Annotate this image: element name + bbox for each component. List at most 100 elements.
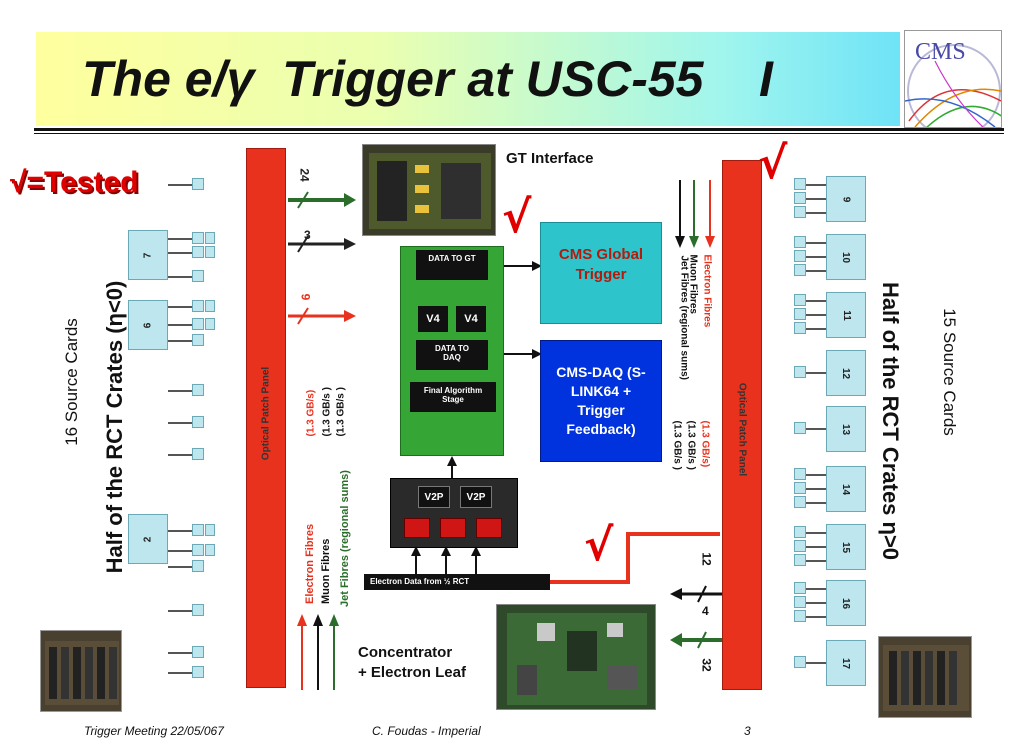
source-card — [794, 526, 806, 538]
source-card-lead — [168, 550, 192, 552]
left-rate-jet: (1.3 GB/s ) — [335, 387, 347, 437]
gt-interface-photo — [362, 144, 496, 236]
source-card-lead — [806, 602, 826, 604]
final-algorithm-stage-box: Final Algorithm Stage — [410, 382, 496, 412]
source-card-lead — [168, 252, 192, 254]
source-card — [192, 560, 204, 572]
source-card — [192, 232, 204, 244]
cms-logo-text: CMS — [915, 39, 966, 65]
source-card-lead — [806, 314, 826, 316]
source-card — [794, 496, 806, 508]
source-card — [192, 178, 204, 190]
source-card-lead — [806, 428, 826, 430]
concentrator-label-line1: Concentrator — [358, 644, 453, 661]
v2p-red-block-2 — [440, 518, 466, 538]
right-rate-jet: (1.3 GB/s ) — [671, 420, 683, 470]
concentrator-board-graphic — [507, 613, 647, 705]
source-card — [794, 656, 806, 668]
source-card-lead — [806, 474, 826, 476]
v4-box-right: V4 — [456, 306, 486, 332]
source-card — [794, 596, 806, 608]
right-rate-electron: (1.3 GB/s) — [699, 420, 711, 468]
source-card-lead — [806, 212, 826, 214]
right-source-cards-label: 15 Source Cards — [940, 308, 959, 436]
source-card — [192, 646, 204, 658]
v2p-up-arrow — [447, 456, 457, 480]
source-card — [192, 448, 204, 460]
source-card — [794, 250, 806, 262]
left-crate-6: 6 — [128, 300, 168, 350]
gt-interface-label: GT Interface — [506, 150, 594, 167]
title-rule — [34, 128, 1004, 131]
footer-page-number: 3 — [744, 724, 751, 738]
source-card-lead — [806, 184, 826, 186]
source-card-lead — [806, 198, 826, 200]
source-card — [794, 482, 806, 494]
source-card — [205, 318, 215, 330]
left-rate-electron: (1.3 GB/s) — [305, 389, 317, 437]
source-card — [794, 468, 806, 480]
footer-author: C. Foudas - Imperial — [372, 724, 481, 738]
source-card-lead — [806, 372, 826, 374]
source-card-lead — [168, 454, 192, 456]
right-crate-17: 17 — [826, 640, 866, 686]
crate-number: 17 — [840, 657, 852, 669]
left-crate-7: 7 — [128, 230, 168, 280]
right-count-arrows — [670, 585, 722, 649]
crate-number: 16 — [840, 597, 852, 609]
left-optical-patch-panel-label: Optical Patch Panel — [260, 366, 272, 461]
right-optical-patch-panel — [722, 160, 762, 690]
right-count-4: 4 — [702, 604, 709, 618]
source-card-lead — [168, 390, 192, 392]
v2p-chip-left: V2P — [418, 486, 450, 508]
right-rct-crates-label: Half of the RCT Crates η>0 — [878, 281, 903, 561]
right-electron-fibres-label: Electron Fibres — [701, 254, 713, 328]
crate-number: 13 — [840, 423, 852, 435]
right-crate-15: 15 — [826, 524, 866, 570]
left-rct-crates-label: Half of the RCT Crates (η<0) — [102, 280, 127, 574]
source-card-lead — [168, 306, 192, 308]
source-card — [794, 322, 806, 334]
crate-number: 10 — [840, 251, 852, 263]
left-crate-2: 2 — [128, 514, 168, 564]
check-gt-interface: √ — [502, 192, 532, 243]
right-crate-9: 9 — [826, 176, 866, 222]
source-card — [794, 236, 806, 248]
electron-data-red-line — [550, 532, 720, 584]
cms-logo-graphic — [905, 44, 1001, 127]
source-card-lead — [806, 532, 826, 534]
source-card — [794, 264, 806, 276]
right-crate-10: 10 — [826, 234, 866, 280]
check-electron-data: √ — [584, 520, 614, 571]
crate-number: 2 — [142, 536, 154, 542]
right-crate-16: 16 — [826, 580, 866, 626]
source-card — [794, 294, 806, 306]
left-count-arrows — [288, 191, 356, 325]
source-card — [205, 246, 215, 258]
right-count-12: 12 — [699, 552, 714, 566]
source-card — [205, 544, 215, 556]
source-card — [192, 270, 204, 282]
source-card — [192, 524, 204, 536]
source-card-lead — [168, 340, 192, 342]
source-card — [192, 246, 204, 258]
data-to-daq-box: DATA TO DAQ — [416, 340, 488, 370]
source-card — [794, 422, 806, 434]
rct-crate-graphic-right — [883, 645, 969, 711]
source-card — [192, 334, 204, 346]
source-card — [205, 232, 215, 244]
left-electron-fibres-label: Electron Fibres — [304, 523, 316, 604]
source-card-lead — [168, 566, 192, 568]
source-card — [794, 610, 806, 622]
right-crate-13: 13 — [826, 406, 866, 452]
rct-crate-graphic-left — [45, 641, 119, 705]
source-card — [794, 554, 806, 566]
crate-number: 7 — [142, 252, 154, 258]
check-right-panel: √ — [758, 138, 788, 189]
source-card-lead — [168, 238, 192, 240]
source-card — [192, 544, 204, 556]
source-card-lead — [806, 616, 826, 618]
concentrator-label-line2: + Electron Leaf — [358, 664, 466, 681]
source-card-lead — [168, 672, 192, 674]
source-card-lead — [806, 270, 826, 272]
